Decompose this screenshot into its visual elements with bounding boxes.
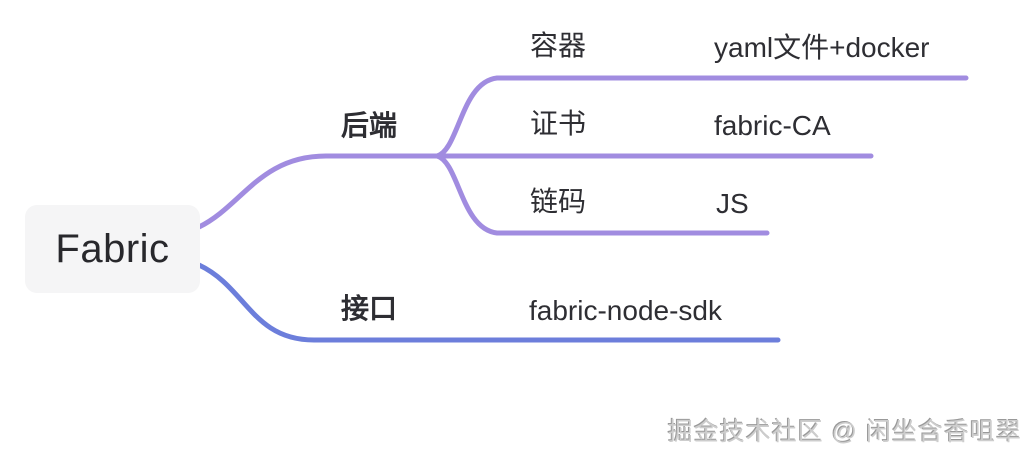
child-node-chaincode-value: JS <box>716 188 749 219</box>
branch-node-interface: 接口 <box>341 293 398 324</box>
edge-backend-to-container <box>434 75 969 159</box>
branch-node-interface-value: fabric-node-sdk <box>529 295 722 326</box>
edge-root-to-interface <box>196 262 781 343</box>
edge-backend-to-chaincode <box>434 153 770 236</box>
child-node-certificate-label: 证书 <box>530 108 587 139</box>
child-node-certificate-value: fabric-CA <box>714 110 831 141</box>
child-node-chaincode-label: 链码 <box>530 186 587 217</box>
child-node-container-label: 容器 <box>530 30 587 61</box>
watermark-text: 掘金技术社区 @ 闲坐含香咀翠 <box>667 418 1022 446</box>
child-node-container-value: yaml文件+docker <box>714 32 930 63</box>
branch-node-backend: 后端 <box>341 110 398 141</box>
root-node-fabric: Fabric <box>25 205 200 293</box>
edge-root-to-backend <box>196 153 440 230</box>
